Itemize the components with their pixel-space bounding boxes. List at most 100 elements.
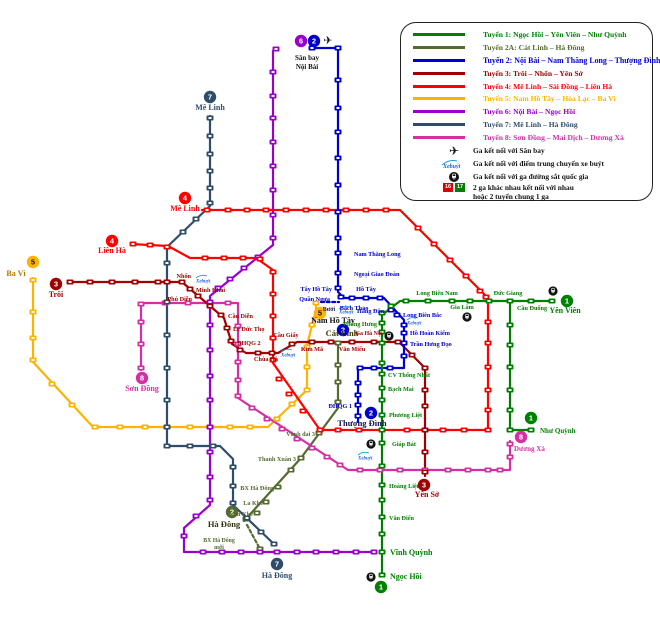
station-marker-slot xyxy=(529,429,533,431)
station-label: Nam Thăng Long xyxy=(354,251,402,258)
station-label: CV Thống Nhất xyxy=(388,372,431,379)
station-marker-slot xyxy=(350,297,354,299)
station-marker-slot xyxy=(250,407,254,409)
station-marker-slot xyxy=(378,297,382,299)
airplane-icon: ✈ xyxy=(448,143,460,158)
station-marker-slot xyxy=(356,394,360,396)
station-marker-slot xyxy=(156,281,160,283)
station-marker-slot xyxy=(287,393,291,395)
station-marker-slot xyxy=(432,243,436,245)
station-marker-slot xyxy=(325,456,329,458)
legend-line-label: Tuyến 8: Sơn Đồng – Mai Dịch – Dương Xá xyxy=(483,133,624,143)
train-icon xyxy=(371,577,373,579)
legend-line-4: Tuyến 4: Mê Linh – Sài Đồng – Liên Hà xyxy=(401,80,652,93)
legend-note-text: Ga kết nối với ga đường sắt quốc gia xyxy=(473,172,589,182)
station-marker-slot xyxy=(402,355,406,357)
station-marker-slot xyxy=(380,574,384,576)
station-marker-slot xyxy=(380,399,384,401)
bus-transfer-icon xyxy=(357,451,370,456)
station-marker-slot xyxy=(336,342,340,344)
station-marker-slot xyxy=(468,300,472,302)
station-marker-slot xyxy=(508,300,512,302)
station-label: Bưởi xyxy=(323,307,336,313)
line-terminus-badge-number: 2 xyxy=(230,508,234,517)
station-marker-slot xyxy=(310,324,314,326)
line-terminus-badge-number: 2 xyxy=(369,409,373,418)
station-marker-slot xyxy=(275,418,279,420)
station-marker-slot xyxy=(270,352,274,354)
station-marker-slot xyxy=(305,346,309,348)
station-marker-slot xyxy=(318,429,322,431)
line-terminus-badge-number: 2 xyxy=(341,326,345,335)
station-label: Như Quỳnh xyxy=(540,427,576,435)
station-marker-slot xyxy=(93,426,97,428)
legend-line-swatch xyxy=(413,58,465,62)
line-terminus-badge-number: 8 xyxy=(519,433,523,442)
legend-line-label: Tuyến 6: Nội Bài – Ngọc Hồi xyxy=(483,107,576,117)
station-marker-slot xyxy=(70,404,74,406)
station-marker-slot xyxy=(208,476,212,478)
line-terminus-badge xyxy=(270,557,284,571)
station-marker-slot xyxy=(448,259,452,261)
train-icon xyxy=(369,441,373,444)
station-marker-slot xyxy=(423,367,427,369)
legend-line-swatch xyxy=(413,45,465,49)
station-marker-slot xyxy=(259,531,263,533)
legend-line-1: Tuyến 1: Ngọc Hồi – Yên Viên – Như Quỳnh xyxy=(401,28,652,41)
station-marker-slot xyxy=(256,352,260,354)
station-label: Long Biên Nam xyxy=(416,290,458,297)
station-marker-slot xyxy=(550,300,554,302)
station-marker-slot xyxy=(208,153,212,155)
legend-line-label: Tuyến 2A: Cát Linh – Hà Đông xyxy=(483,42,585,52)
bus-transfer-icon xyxy=(280,348,293,353)
station-marker-slot xyxy=(216,287,220,289)
station-marker-slot xyxy=(380,465,384,467)
station-marker-slot xyxy=(336,47,340,49)
legend-note-text2: hoặc 2 tuyến chung 1 ga xyxy=(473,192,549,202)
station-marker-slot xyxy=(165,246,169,248)
train-icon xyxy=(467,317,469,319)
train-icon xyxy=(553,291,555,293)
station-label: Gia Lâm xyxy=(450,304,474,311)
station-marker-slot xyxy=(310,47,314,49)
line-terminus-badge xyxy=(49,277,63,291)
station-marker-slot xyxy=(380,429,384,431)
legend-line-swatch xyxy=(413,110,465,114)
station-marker-slot xyxy=(208,117,212,119)
station-marker-slot xyxy=(208,301,212,303)
station-marker-slot xyxy=(110,281,114,283)
line-terminus-badge-number: 4 xyxy=(183,194,188,203)
station-marker-slot xyxy=(258,258,262,260)
station-marker-slot xyxy=(372,551,376,553)
train-icon xyxy=(551,288,555,291)
station-marker-slot xyxy=(356,404,360,406)
station-marker-slot xyxy=(271,214,275,216)
station-marker-slot xyxy=(258,548,262,550)
station-marker-slot xyxy=(389,305,393,307)
station-marker-slot xyxy=(486,429,490,431)
station-marker-slot xyxy=(236,395,240,397)
station-marker-slot xyxy=(271,117,275,119)
station-label: Phùng Hưng xyxy=(343,321,378,328)
station-marker-slot xyxy=(165,445,169,447)
line-terminus-badge xyxy=(514,430,528,444)
station-marker-slot xyxy=(380,362,384,364)
station-marker-slot xyxy=(508,429,512,431)
station-marker-slot xyxy=(423,471,427,473)
station-marker-slot xyxy=(486,366,490,368)
station-label: Đức Giang xyxy=(494,290,524,297)
station-label: Trần Hưng Đạo xyxy=(410,341,452,348)
station-label: Long Biên Bắc xyxy=(403,312,442,319)
line-terminus-badge-number: 5 xyxy=(318,309,322,318)
station-marker-slot xyxy=(290,403,294,405)
station-marker-slot xyxy=(211,445,215,447)
station-label: Hàng Đậu xyxy=(357,308,385,315)
station-marker-slot xyxy=(364,209,368,211)
station-marker-slot xyxy=(396,341,400,343)
station-marker-slot xyxy=(271,271,275,273)
bus-transfer-icon: Xebuýt xyxy=(441,159,461,169)
station-marker-slot xyxy=(310,447,314,449)
station-label: Minh Khai xyxy=(196,287,225,294)
station-marker-slot xyxy=(339,296,343,298)
station-marker-slot xyxy=(222,257,226,259)
